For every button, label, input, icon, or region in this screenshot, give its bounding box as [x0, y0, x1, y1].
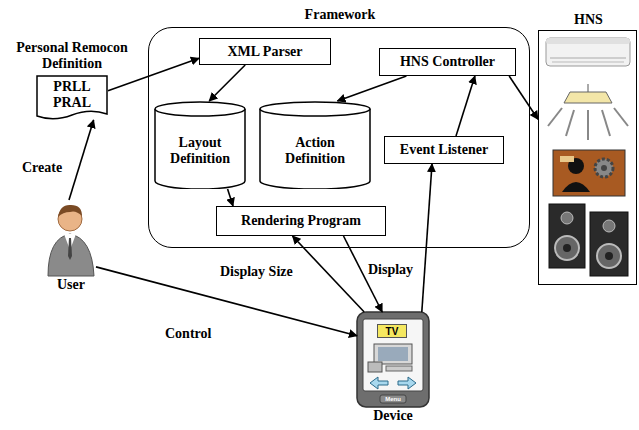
process-box: XML Parser — [199, 38, 331, 65]
node-label: XML Parser — [227, 44, 302, 60]
process-box: HNS Controller — [379, 48, 516, 76]
arrow-connector — [209, 65, 245, 101]
text-holder: Rendering Program — [217, 207, 385, 235]
arrow-connector — [456, 76, 475, 136]
speakers — [549, 204, 628, 276]
text-holder: Event Listener — [385, 137, 503, 163]
edge-label: Display — [366, 262, 415, 278]
database-cylinder: Action Definition — [259, 101, 371, 189]
edge-label: Control — [163, 326, 213, 342]
user-figure — [48, 205, 94, 276]
node-label: Event Listener — [400, 142, 488, 158]
node-heading: Framework — [149, 7, 531, 23]
node-label: PRLL PRAL — [50, 79, 94, 111]
document-shape: Personal Remocon DefinitionPRLL PRAL — [36, 75, 108, 120]
process-box: Event Listener — [384, 136, 504, 164]
node-heading: Device — [358, 408, 428, 424]
hns-box: HNS — [538, 30, 637, 285]
text-holder: PRLL PRAL — [36, 75, 108, 120]
text-holder: Layout Definition — [154, 101, 246, 189]
node-label: HNS Controller — [400, 54, 495, 70]
text-holder: HNS Controller — [380, 49, 515, 75]
node-heading: User — [41, 277, 101, 293]
edge-label: Create — [20, 160, 64, 176]
arrow-connector — [108, 58, 199, 91]
text-holder: XML Parser — [200, 39, 330, 64]
node-label: Rendering Program — [241, 213, 361, 229]
node-label: Action Definition — [275, 135, 355, 167]
node-heading: HNS — [559, 12, 619, 28]
arrow-connector — [509, 76, 538, 119]
process-box: Rendering Program — [216, 206, 386, 236]
arrow-connector — [337, 76, 406, 101]
arrow-connector — [422, 164, 432, 312]
user-node: User — [46, 200, 96, 276]
framework-box: FrameworkXML ParserHNS ControllerLayout … — [148, 27, 530, 248]
air-conditioner — [546, 38, 630, 66]
arrow-connector — [69, 120, 94, 200]
ceiling-lamp — [548, 84, 628, 140]
media-appliance — [553, 150, 625, 196]
menu-button-text: Menu — [380, 395, 406, 403]
node-label: Layout Definition — [160, 135, 240, 167]
phone-device — [357, 312, 429, 407]
edge-label: Display Size — [218, 264, 295, 280]
node-heading: Personal Remocon Definition — [5, 40, 139, 72]
text-holder: Action Definition — [259, 101, 371, 189]
arrow-connector — [228, 189, 233, 206]
database-cylinder: Layout Definition — [154, 101, 246, 189]
screen-tab: TV — [377, 324, 407, 338]
